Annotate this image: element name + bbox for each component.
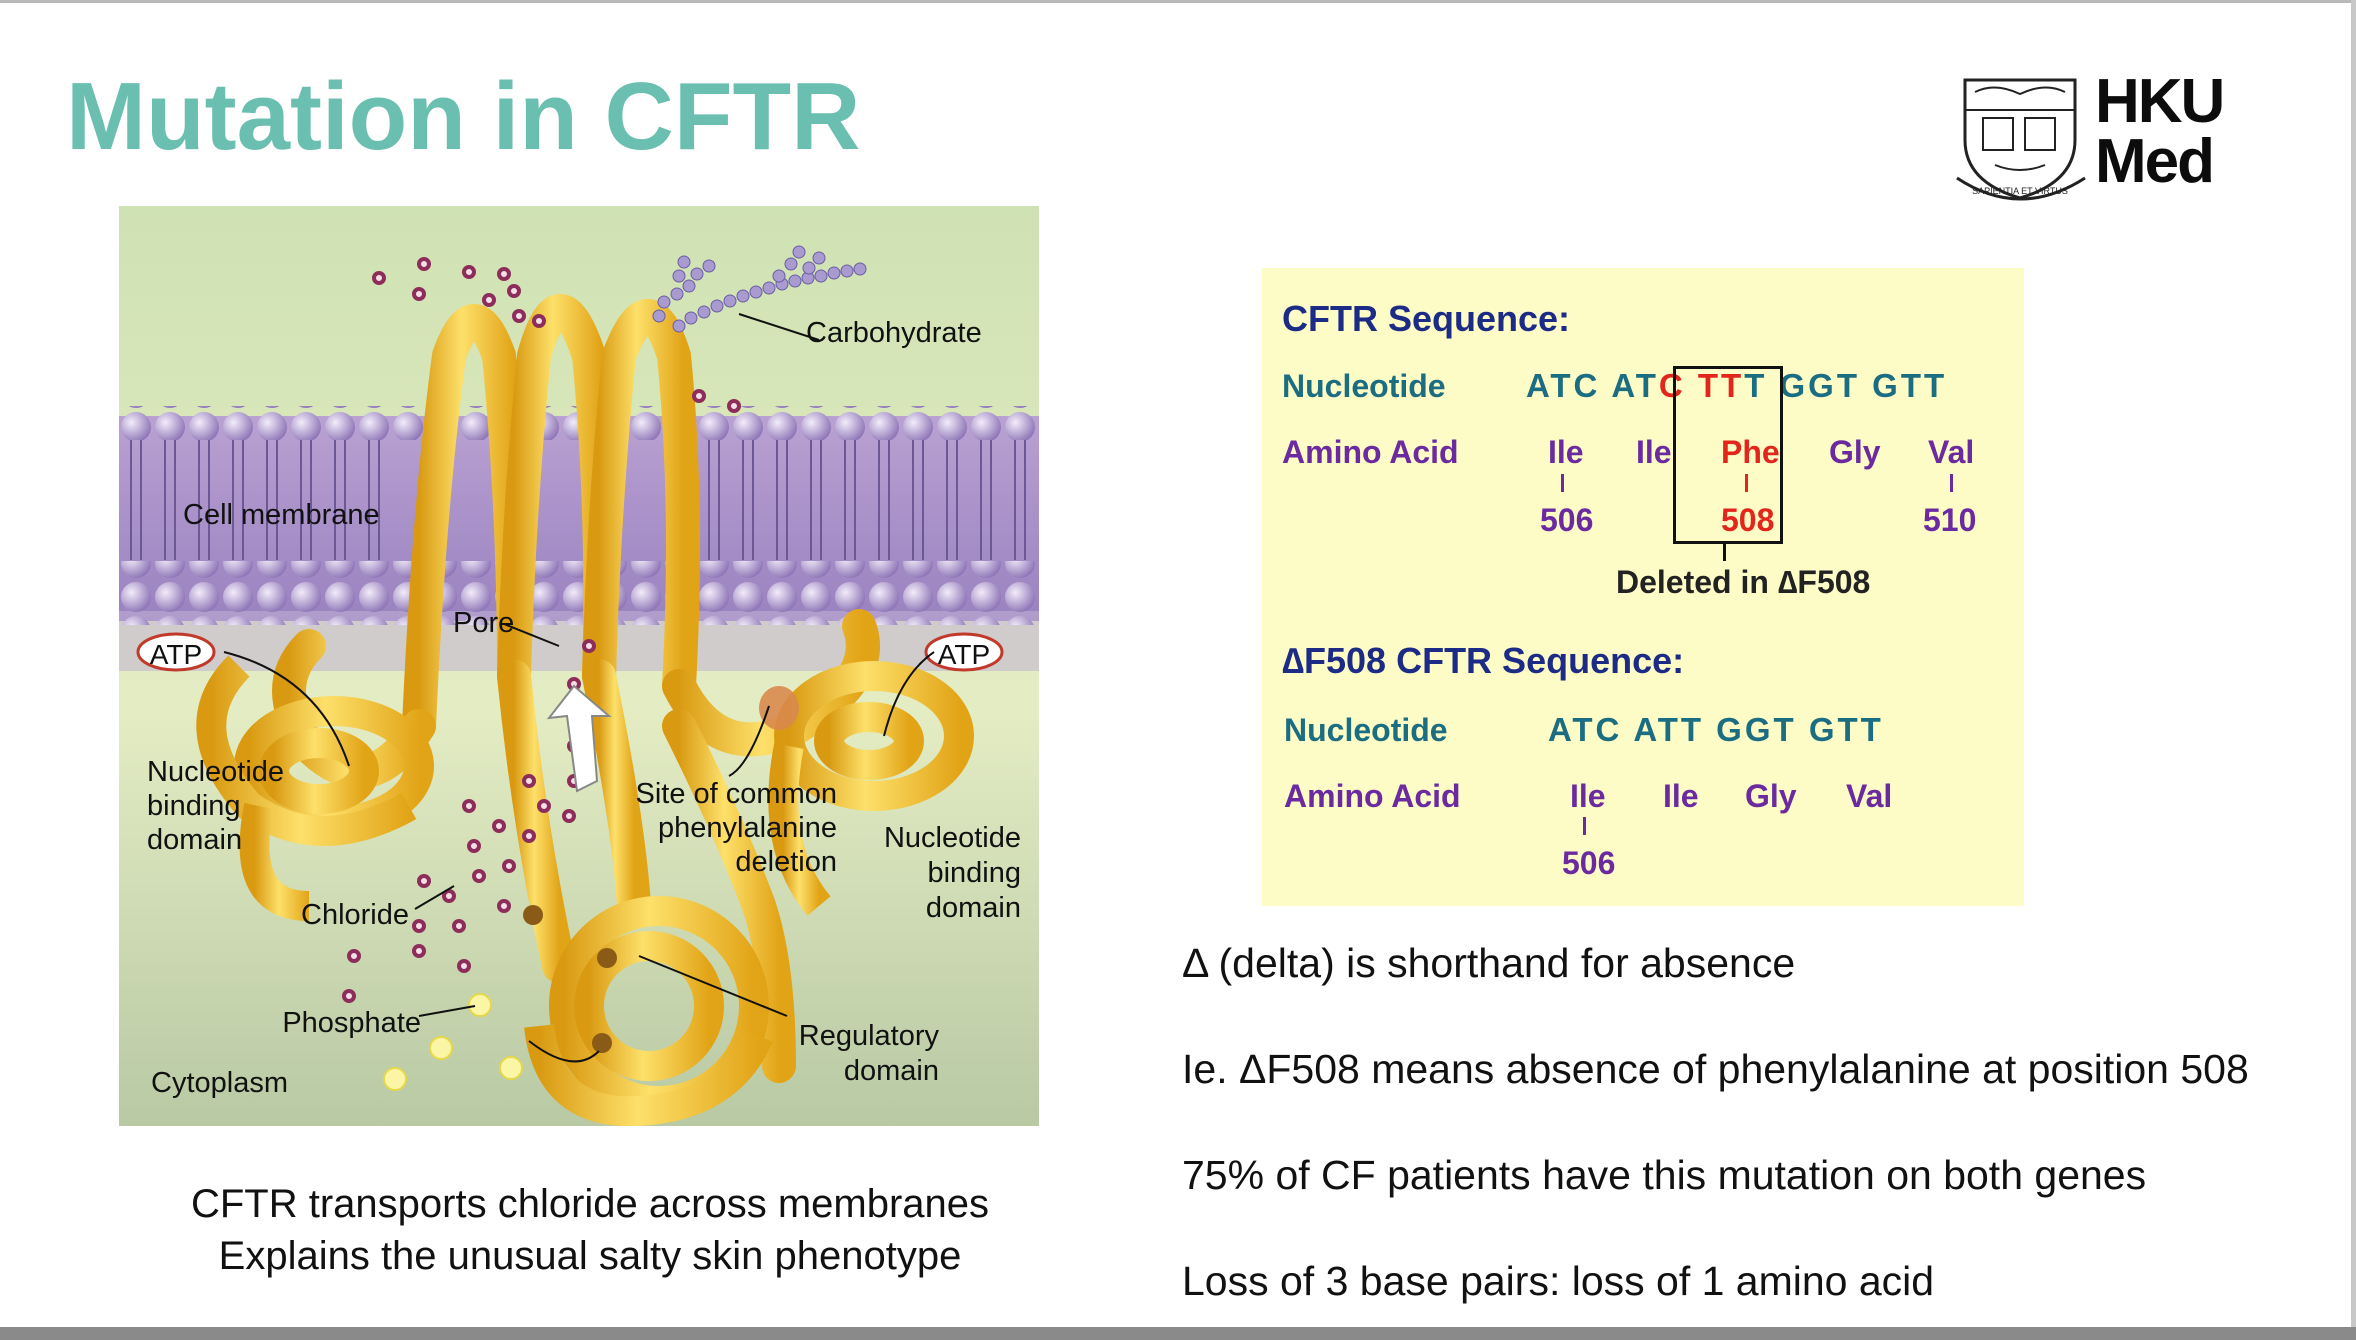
nucleotide-binding-domain-right: [768, 661, 974, 916]
position-510: 510: [1923, 502, 1977, 538]
label-nbd-left-1: Nucleotide: [147, 756, 284, 788]
mutant-amino-gly: Gly: [1745, 778, 1797, 814]
mutant-amino-ile-506: Ile: [1570, 778, 1606, 814]
amino-ile-506: Ile: [1548, 434, 1584, 470]
label-nbd-left-3: domain: [147, 824, 242, 856]
university-crest-icon: SAPIENTIA ET VIRTUS: [1956, 78, 2086, 201]
window-bottom-border: [0, 1327, 2356, 1340]
phosphorylation-sites: [523, 905, 617, 1053]
pore-arrow-icon: [546, 684, 612, 793]
label-nbd-left-2: binding: [147, 790, 241, 822]
label-regulatory-2: domain: [844, 1055, 939, 1087]
label-cytoplasm: Cytoplasm: [151, 1067, 288, 1099]
hku-med-logo: SAPIENTIA ET VIRTUS HKU Med: [1955, 70, 2255, 205]
amino-acid-label-normal: Amino Acid: [1282, 434, 1459, 470]
label-site-2: phenylalanine: [658, 812, 837, 844]
note-f508-meaning: Ie. ΔF508 means absence of phenylalanine…: [1182, 1046, 2249, 1092]
label-phosphate: Phosphate: [282, 1007, 421, 1039]
nucleotide-label-mutant: Nucleotide: [1284, 712, 1448, 748]
logo-line-hku: HKU: [2095, 67, 2225, 136]
nucleotides-before-deletion: ATC AT: [1526, 367, 1659, 404]
carbohydrate-chains: [652, 245, 867, 333]
amino-ile-507: Ile: [1636, 434, 1672, 470]
note-prevalence: 75% of CF patients have this mutation on…: [1182, 1152, 2147, 1198]
sequence-panel: CFTR Sequence: Nucleotide ATC ATC TTT GG…: [1262, 268, 2024, 906]
window-right-border: [2351, 0, 2356, 1340]
crest-motto: SAPIENTIA ET VIRTUS: [1972, 186, 2068, 196]
position-506: 506: [1540, 502, 1594, 538]
label-nbd-right-1: Nucleotide: [884, 822, 1021, 854]
label-nbd-right-2: binding: [927, 857, 1021, 889]
label-carbohydrate: Carbohydrate: [806, 317, 982, 349]
amino-acid-label-mutant: Amino Acid: [1284, 778, 1461, 814]
mutant-amino-val: Val: [1846, 778, 1893, 814]
regulatory-domain: [524, 896, 773, 1127]
tick-510: [1950, 474, 1953, 492]
logo-line-med: Med: [2095, 127, 2215, 196]
tick-508: [1745, 474, 1748, 492]
amino-val-510: Val: [1928, 434, 1975, 470]
deletion-site-marker: [759, 686, 799, 730]
cftr-diagram: ATP ATP Carbohydrate Cell membrane Pore …: [119, 206, 1039, 1127]
caption-line-2: Explains the unusual salty skin phenotyp…: [218, 1234, 962, 1278]
atp-badge-right: [924, 632, 1004, 672]
note-base-pair-loss: Loss of 3 base pairs: loss of 1 amino ac…: [1182, 1258, 1935, 1304]
diagram-caption: CFTR transports chloride across membrane…: [100, 1178, 1080, 1282]
label-pore: Pore: [453, 607, 514, 639]
mutant-sequence-title: ∆F508 CFTR Sequence:: [1282, 640, 1685, 681]
amino-gly-509: Gly: [1829, 434, 1881, 470]
note-delta-definition: Δ (delta) is shorthand for absence: [1182, 940, 1796, 986]
cftr-illustration: ATP ATP Carbohydrate Cell membrane Pore …: [119, 206, 1039, 1127]
mutant-position-506: 506: [1562, 845, 1616, 881]
tick-506: [1561, 474, 1564, 492]
label-chloride: Chloride: [301, 899, 409, 931]
position-508: 508: [1721, 502, 1775, 538]
nucleotide-binding-domain-left: [196, 655, 434, 921]
deleted-in-note: Deleted in ∆F508: [1616, 564, 1871, 600]
amino-phe-508: Phe: [1721, 434, 1780, 470]
phosphate-ions: [383, 993, 523, 1091]
label-site-3: deletion: [735, 846, 837, 878]
mutant-amino-ile-507: Ile: [1663, 778, 1699, 814]
label-site-1: Site of common: [636, 778, 837, 810]
deletion-pointer: [1723, 541, 1726, 561]
normal-sequence-title: CFTR Sequence:: [1282, 298, 1571, 339]
normal-nucleotide-sequence: ATC ATC TTT GGT GTT: [1526, 367, 1947, 405]
deleted-nucleotides: C TT: [1658, 367, 1745, 404]
nucleotides-after-deletion: T GGT GTT: [1744, 367, 1948, 404]
atp-label-right: ATP: [938, 639, 990, 670]
label-regulatory-1: Regulatory: [799, 1020, 940, 1052]
slide-title: Mutation in CFTR: [66, 63, 861, 170]
mutant-nucleotide-sequence: ATC ATT GGT GTT: [1548, 711, 1884, 748]
logo-wordmark: HKU Med: [2095, 67, 2225, 196]
atp-badge-left: [136, 632, 216, 672]
label-nbd-right-3: domain: [926, 892, 1021, 924]
window-top-border: [0, 0, 2356, 3]
deletion-highlight-box: [1673, 366, 1783, 544]
chloride-ions: [342, 257, 741, 1003]
caption-line-1: CFTR transports chloride across membrane…: [190, 1182, 990, 1226]
atp-label-left: ATP: [150, 639, 202, 670]
label-cell-membrane: Cell membrane: [183, 499, 380, 531]
mutant-tick-506: [1583, 817, 1586, 835]
nucleotide-label-normal: Nucleotide: [1282, 368, 1446, 404]
